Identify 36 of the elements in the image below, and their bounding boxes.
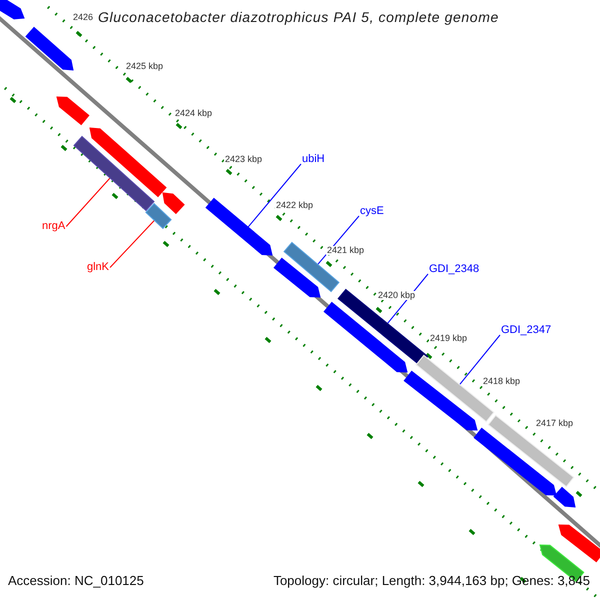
gene-bar	[488, 414, 574, 488]
gene-bar	[73, 136, 155, 212]
leader-line	[110, 220, 155, 268]
scale-label: 2417 kbp	[535, 419, 574, 428]
leader-line	[459, 334, 500, 386]
gene-label: cysE	[360, 206, 384, 217]
scale-label: 2424 kbp	[174, 109, 214, 118]
gene-block	[56, 96, 90, 126]
gene-block	[274, 258, 321, 298]
gene-block	[89, 127, 167, 198]
scale-label: 2419 kbp	[429, 334, 468, 343]
scale-label: 2418 kbp	[482, 377, 522, 386]
gene-block	[558, 524, 600, 562]
gene-label: GDI_2347	[501, 325, 552, 336]
gene-block	[205, 198, 273, 256]
gene-block	[0, 0, 25, 20]
scale-label: 2426	[72, 13, 94, 22]
gene-label: glnK	[87, 262, 110, 273]
footer-text: Accession: NC_010125	[8, 574, 144, 587]
scale-label: 2425 kbp	[125, 62, 164, 71]
gene-label: GDI_2348	[429, 264, 480, 275]
gene-block	[324, 302, 408, 373]
gene-bar	[145, 202, 172, 230]
scale-label: 2421 kbp	[326, 246, 366, 255]
gene-label: ubiH	[302, 154, 325, 165]
gene-block	[474, 428, 557, 496]
gene-block	[404, 370, 478, 431]
gene-label: nrgA	[42, 221, 66, 232]
title: Gluconacetobacter diazotrophicus PAI 5, complete genome	[98, 10, 499, 24]
scale-label: 2423 kbp	[224, 155, 264, 164]
scale-label: 2420 kbp	[377, 291, 416, 300]
scale-label: 2422 kbp	[275, 201, 314, 210]
gene-block	[25, 26, 74, 71]
leader-line	[66, 178, 111, 227]
gene-block	[162, 192, 185, 214]
leader-line	[248, 164, 302, 228]
